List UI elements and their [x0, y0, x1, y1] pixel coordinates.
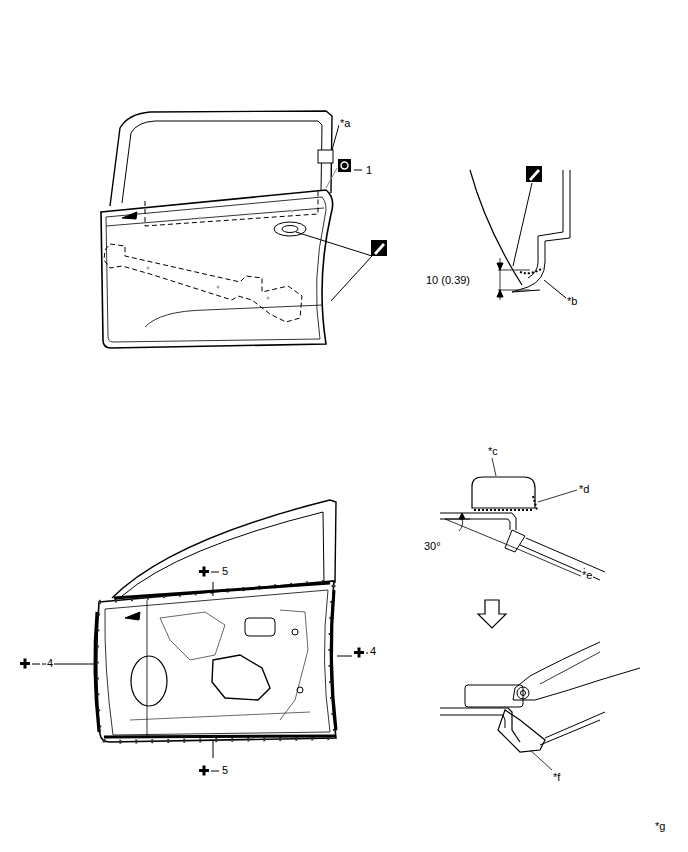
outer-door [101, 111, 387, 348]
callout-label: *e [581, 569, 593, 582]
callout-label: *b [566, 295, 578, 308]
callout-label: 30° [423, 540, 442, 553]
hem-detail [470, 166, 570, 300]
callout-label: *a [339, 117, 351, 130]
callout-label: *c [487, 445, 499, 458]
callout-label: *f [552, 771, 561, 784]
inner-door [20, 500, 368, 776]
callout-label: *g [654, 820, 666, 833]
callout-label: 4 [369, 645, 377, 658]
callout-label: 4 [46, 657, 54, 670]
callout-label: 5 [221, 764, 229, 777]
callout-label: *d [578, 483, 590, 496]
callout-label: 1 [365, 164, 373, 177]
callout-label: 10 (0.39) [425, 274, 471, 287]
weatherstrip-detail [440, 458, 640, 770]
callout-label: 5 [221, 565, 229, 578]
